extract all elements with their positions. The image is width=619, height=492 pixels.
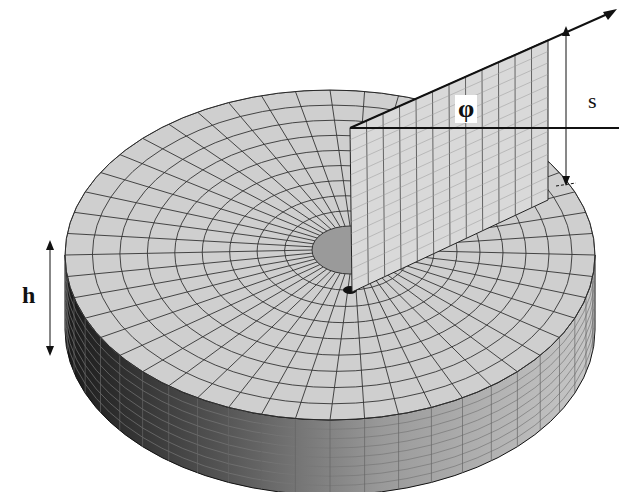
- grid-spoke: [143, 267, 324, 372]
- side-division: [142, 372, 143, 447]
- wall-hatch-line: [351, 120, 548, 210]
- side-division: [364, 419, 365, 492]
- side-division: [119, 355, 120, 430]
- wall-hatch-line: [351, 131, 548, 221]
- angle-label: φ: [455, 95, 477, 123]
- grid-spoke: [295, 91, 345, 226]
- grid-spoke: [261, 96, 340, 227]
- s-arrowhead: [562, 26, 570, 36]
- grid-spoke: [295, 274, 345, 419]
- side-division: [74, 298, 75, 373]
- side-division: [67, 277, 68, 352]
- grid-spoke: [355, 274, 365, 419]
- grid-spoke: [67, 233, 312, 246]
- grid-ring: [120, 120, 549, 387]
- wall-hatch-line: [351, 97, 548, 186]
- wall-hatch-line: [352, 189, 548, 281]
- wall-hatch-line: [352, 177, 548, 268]
- wall-hatch-line: [350, 63, 548, 152]
- grid-spoke: [198, 112, 332, 229]
- grid-spoke: [377, 267, 518, 372]
- wall-hatch-line: [352, 166, 548, 257]
- reference-line: [350, 127, 619, 129]
- grid-spoke: [373, 269, 491, 386]
- wall-hatch-line: [351, 109, 548, 199]
- cut-wall: [350, 40, 548, 292]
- wall-hatch-line: [351, 143, 548, 234]
- dimension-label: h: [22, 283, 35, 307]
- grid-spoke: [330, 274, 350, 420]
- wall-hatch-line: [350, 51, 548, 139]
- side-division: [228, 407, 229, 482]
- grid-spoke: [261, 273, 340, 414]
- side-division: [585, 298, 586, 373]
- grid-spoke: [120, 265, 320, 356]
- h-dimension-line: [50, 244, 51, 352]
- grid-spoke: [169, 124, 327, 231]
- h-arrowhead: [46, 240, 54, 250]
- grid-spoke: [74, 212, 313, 243]
- side-division: [517, 372, 518, 447]
- grid-spoke: [380, 265, 540, 356]
- grid-spoke: [360, 273, 399, 414]
- side-division: [398, 414, 399, 489]
- grid-spoke: [330, 90, 350, 226]
- ray-arrowhead: [603, 9, 617, 20]
- side-division: [330, 420, 331, 492]
- side-division: [462, 398, 463, 473]
- side-division: [197, 398, 198, 473]
- grid-spoke: [65, 250, 312, 255]
- side-division: [295, 419, 296, 492]
- grid-spoke: [74, 256, 313, 297]
- s-dimension-line: [566, 30, 567, 182]
- side-division: [168, 386, 169, 461]
- side-division: [431, 407, 432, 482]
- side-division: [592, 277, 593, 352]
- grid-spoke: [229, 103, 336, 228]
- grid-spoke: [67, 253, 312, 276]
- side-division: [574, 318, 575, 393]
- side-division: [85, 318, 86, 393]
- side-division: [100, 338, 101, 413]
- grid-spoke: [85, 259, 315, 318]
- grid-spoke: [101, 262, 318, 338]
- grid-spoke: [229, 272, 336, 407]
- side-division: [559, 338, 560, 413]
- s-tick: [556, 183, 576, 186]
- grid-spoke: [387, 256, 586, 297]
- wall-hatching: [350, 47, 548, 284]
- angle-ray: [350, 12, 612, 128]
- grid-spoke: [369, 271, 463, 398]
- grid-spoke: [365, 272, 432, 407]
- h-arrowhead: [46, 346, 54, 356]
- grid-spoke: [101, 173, 318, 239]
- wall-hatch-line: [351, 154, 548, 245]
- wall-hatch-line: [351, 86, 548, 175]
- dimension-label: s: [588, 90, 597, 112]
- side-division: [491, 386, 492, 461]
- side-division: [540, 355, 541, 430]
- wall-hatch-line: [350, 74, 548, 163]
- side-division: [261, 414, 262, 489]
- grid-spoke: [120, 155, 320, 236]
